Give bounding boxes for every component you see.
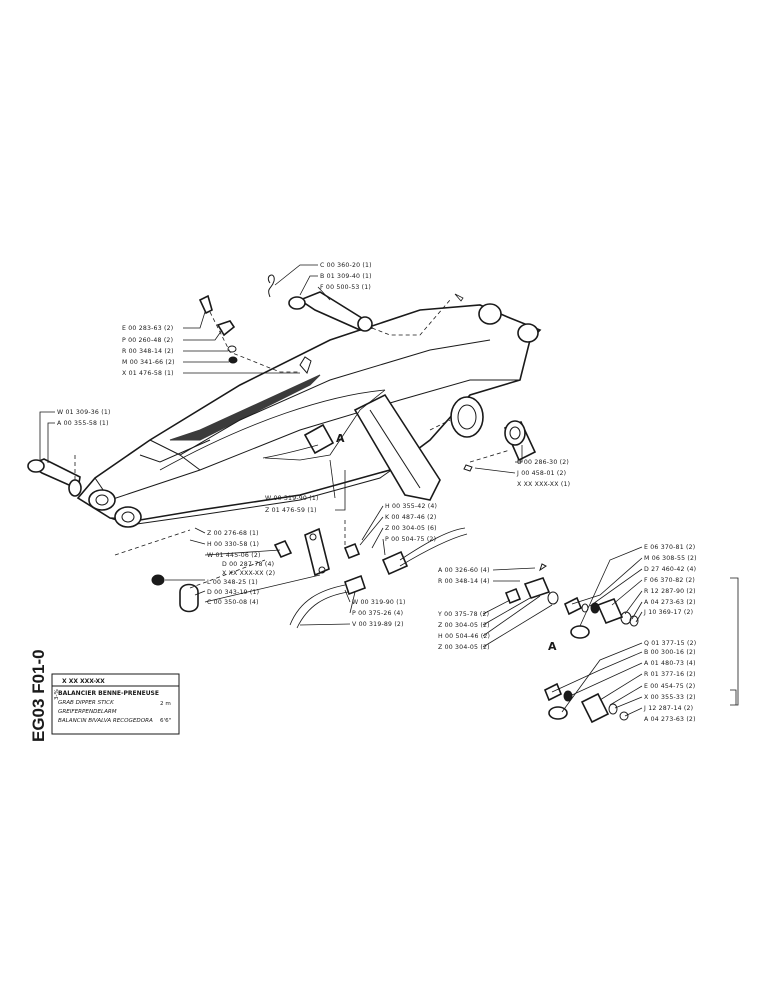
boss-left-lower <box>114 506 142 528</box>
callout-label: R 12 287-90 (2) <box>644 588 696 595</box>
callout-label: R 01 377-16 (2) <box>644 671 696 678</box>
center-fitting-assembly <box>504 563 559 605</box>
callout-label: E 00 454-75 (2) <box>644 683 695 690</box>
callout-label: X XX XXX-XX (1) <box>517 481 570 488</box>
callout-label: H 00 355-42 (4) <box>385 503 437 510</box>
upper-pin-assembly <box>267 274 464 336</box>
callout-label: E 00 283-63 (2) <box>122 325 173 332</box>
clip-pin-icon <box>267 274 275 298</box>
callout-label: X 01 476-58 (1) <box>122 370 174 377</box>
bushing-hole <box>450 396 484 438</box>
callout-label: J 00 458-01 (2) <box>516 470 566 477</box>
drawing-code: EG03 F01-0 <box>29 649 48 742</box>
callout-label: Z 01 476-59 (1) <box>265 507 317 514</box>
callout-label: Z 00 276-68 (1) <box>207 530 259 537</box>
grease-fitting-assembly <box>198 294 312 374</box>
callout-label: X XX XXX-XX (2) <box>222 570 275 577</box>
callout-label: F 00 500-53 (1) <box>320 284 371 291</box>
callout-label: Z 00 304-05 (6) <box>385 525 437 532</box>
callout-label: R 00 348-14 (4) <box>438 578 490 585</box>
detail-a-label: A <box>548 640 557 653</box>
title-line-de: GREIFERPENDELARM <box>58 709 117 715</box>
callout-label: W 00 319-90 (1) <box>265 495 319 502</box>
callout-label: X 00 355-33 (2) <box>644 694 696 701</box>
left-pin-assembly <box>27 455 82 497</box>
title-line-fr: BALANCIER BENNE-PRENEUSE <box>58 690 159 697</box>
callout-label: H 00 330-58 (1) <box>207 541 259 548</box>
title-length-m: 2 m <box>160 701 171 707</box>
callout-label: B 00 300-16 (2) <box>644 649 696 656</box>
boss-left-upper <box>88 489 116 511</box>
callout-label: A 00 326-60 (4) <box>438 567 490 574</box>
dipper-stick-arm <box>76 303 542 528</box>
callout-label: C 00 350-08 (4) <box>207 599 259 606</box>
callout-label: H 00 504-46 (2) <box>438 633 490 640</box>
callout-label: A 01 480-73 (4) <box>644 660 696 667</box>
callout-label: U 00 286-30 (2) <box>517 459 569 466</box>
callout-label: Z 00 304-05 (2) <box>438 622 490 629</box>
lower-strut <box>353 393 441 501</box>
callout-label: Q 01 377-15 (2) <box>644 640 696 647</box>
callout-label: L 00 348-25 (1) <box>207 579 258 586</box>
callout-label: Z 00 304-05 (2) <box>438 644 490 651</box>
boss-top-right <box>478 303 502 325</box>
title-line-es: BALANCIN BIVALVA RECOGEDORA <box>58 718 153 724</box>
callout-label: P 00 375-26 (4) <box>352 610 403 617</box>
callout-label: M 00 341-66 (2) <box>122 359 175 366</box>
side-note: 3-% <box>54 689 60 700</box>
callout-label: D 27 460-42 (4) <box>644 566 696 573</box>
callout-label: J 10 369-17 (2) <box>643 609 693 616</box>
callout-labels: C 00 360-20 (1) B 01 309-40 (1) F 00 500… <box>57 262 697 723</box>
leader-lines <box>39 264 739 717</box>
callout-label: P 00 504-75 (2) <box>385 536 436 543</box>
callout-label: W 01 445-06 (2) <box>207 552 261 559</box>
detail-a-lower-assembly <box>543 682 629 724</box>
lower-link-assembly <box>114 527 367 629</box>
bushing-part <box>429 419 537 472</box>
title-line-en: GRAB DIPPER STICK <box>58 700 115 706</box>
callout-label: D 00 343-19 (1) <box>207 589 259 596</box>
callout-label: K 00 487-46 (2) <box>385 514 437 521</box>
callout-label: B 01 309-40 (1) <box>320 273 372 280</box>
callout-label: E 06 370-81 (2) <box>644 544 695 551</box>
callout-label: A 04 273-63 (2) <box>644 599 696 606</box>
detail-a-marker: A <box>336 432 345 445</box>
callout-label: P 00 260-48 (2) <box>122 337 173 344</box>
callout-label: C 00 360-20 (1) <box>320 262 372 269</box>
callout-label: D 00 287-78 (4) <box>222 561 274 568</box>
hose-fitting-assembly <box>262 423 468 576</box>
detail-a-upper-assembly <box>563 596 639 639</box>
callout-label: V 00 319-89 (2) <box>352 621 404 628</box>
boss-right <box>517 323 539 343</box>
callout-label: M 06 308-55 (2) <box>644 555 697 562</box>
title-ref-code: X XX XXX-XX <box>62 678 105 685</box>
gear-knob <box>179 583 199 613</box>
callout-label: J 12 287-14 (2) <box>643 705 693 712</box>
callout-label: A 04 273-63 (2) <box>644 716 696 723</box>
callout-label: W 01 309-36 (1) <box>57 409 111 416</box>
title-length-ft: 6'6" <box>160 718 172 724</box>
callout-label: Y 00 375-78 (2) <box>437 611 489 618</box>
callout-label: F 06 370-82 (2) <box>644 577 695 584</box>
callout-label: W 00 319-90 (1) <box>352 599 406 606</box>
callout-label: A 00 355-58 (1) <box>57 420 109 427</box>
callout-label: R 00 348-14 (2) <box>122 348 174 355</box>
title-block: EG03 F01-0 3-% X XX XXX-XX BALANCIER BEN… <box>29 649 180 742</box>
